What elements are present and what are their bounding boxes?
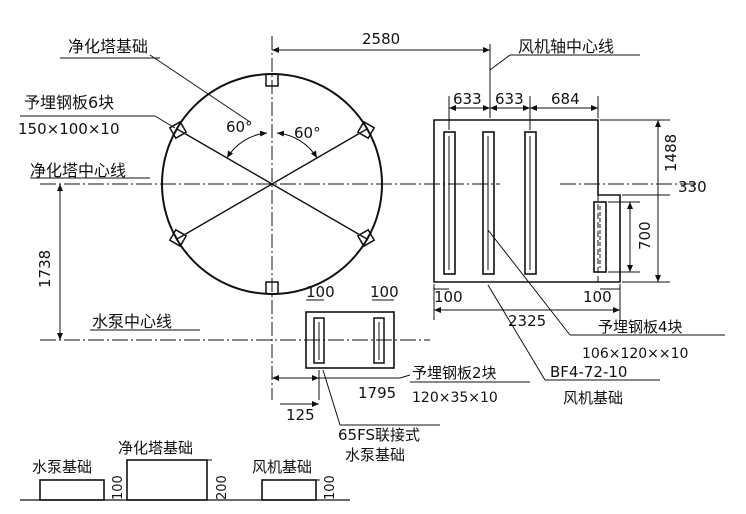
section-views	[20, 459, 350, 501]
embedded-plate-4-size: 106×120××10	[582, 346, 688, 362]
dim-100-fan-left: 100	[434, 288, 463, 306]
dim-2325: 2325	[508, 312, 546, 330]
fan-foundation-outline	[433, 119, 621, 283]
tower-foundation-plan	[40, 36, 700, 400]
pump-section-block	[39, 479, 105, 501]
fan-foundation-label: 风机基础	[563, 389, 623, 407]
fan-section-block	[261, 479, 317, 501]
dim-700: 700	[636, 221, 654, 250]
section-pump-label: 水泵基础	[32, 458, 92, 476]
dim-100-pump-left: 100	[306, 283, 335, 301]
section-dim-100-fan: 100	[323, 475, 338, 500]
diagonal-line-2	[176, 128, 368, 240]
embedded-plate-6-label: 予埋钢板6块	[24, 93, 114, 112]
embedded-plate-bottom	[265, 281, 279, 295]
angle-arc-left	[226, 130, 268, 159]
embedded-plate-lower-left	[168, 228, 188, 248]
dim-633-b: 633	[495, 90, 524, 108]
fan-slot-1	[443, 131, 456, 275]
fan-axis-center-line-label: 风机轴中心线	[518, 37, 614, 56]
embedded-plate-upper-left	[168, 120, 188, 140]
fan-model-leader	[487, 284, 546, 381]
pump-slot-2	[373, 317, 385, 364]
angle-left-label: 60°	[226, 118, 253, 136]
dim-100-pump-right: 100	[370, 283, 399, 301]
fan-slot-3	[524, 131, 537, 275]
embedded-plate-4-label: 予埋钢板4块	[598, 318, 683, 336]
pump-type-label: 65FS联接式	[338, 426, 420, 444]
dim-125: 125	[286, 406, 315, 424]
angle-arc-right	[276, 130, 318, 159]
dim-1738: 1738	[36, 250, 54, 288]
dim-1488: 1488	[662, 134, 680, 172]
dim-633-a: 633	[453, 90, 482, 108]
pump-foundation-plan	[305, 311, 395, 369]
tower-foundation-leader	[149, 54, 251, 123]
tower-center-line-label: 净化塔中心线	[30, 161, 126, 180]
fan-foundation-plan	[433, 119, 621, 283]
dim-1795: 1795	[358, 384, 396, 402]
pump-foundation-label: 水泵基础	[345, 446, 405, 464]
embedded-plate-upper-right	[356, 120, 376, 140]
angle-right-label: 60°	[294, 124, 321, 142]
plate4-leader	[487, 229, 571, 336]
pump-slot-1	[313, 317, 325, 364]
pump-center-line-label: 水泵中心线	[92, 312, 172, 331]
embedded-plate-2-label: 予埋钢板2块	[412, 364, 497, 382]
tower-foundation-label: 净化塔基础	[68, 37, 148, 56]
fan-slot-4	[593, 201, 607, 273]
dim-684: 684	[551, 90, 580, 108]
embedded-plate-2-size: 120×35×10	[412, 390, 498, 406]
fan-slot-2	[482, 131, 495, 275]
dim-100-fan-right: 100	[583, 288, 612, 306]
dim-330: 330	[678, 178, 707, 196]
section-dim-100-pump: 100	[111, 475, 126, 500]
fan-model-label: BF4-72-10	[550, 363, 627, 381]
section-fan-label: 风机基础	[252, 458, 312, 476]
section-dim-200-tower: 200	[215, 475, 230, 500]
dim-2580: 2580	[362, 30, 400, 48]
embedded-plate-top	[265, 73, 279, 87]
embedded-plate-lower-right	[356, 228, 376, 248]
section-tower-label: 净化塔基础	[118, 439, 193, 457]
embedded-plate-6-size: 150×100×10	[18, 120, 119, 138]
tower-section-block	[126, 459, 208, 501]
pump-foundation-outline	[305, 311, 395, 369]
